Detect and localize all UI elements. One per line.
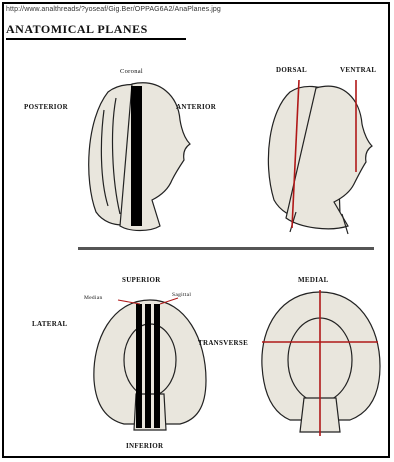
head-front-medial (262, 292, 380, 432)
sagittal-band-left (136, 304, 142, 428)
label-lateral: LATERAL (32, 320, 67, 328)
label-anterior: ANTERIOR (176, 103, 216, 111)
sagittal-marker (160, 298, 178, 304)
section-divider (78, 247, 374, 250)
coronal-plane-band (131, 86, 142, 226)
label-dorsal: DORSAL (276, 66, 307, 74)
label-sagittal: Sagittal (172, 292, 191, 298)
label-posterior: POSTERIOR (24, 103, 68, 111)
sagittal-band-right (154, 304, 160, 428)
label-coronal: Coronal (120, 68, 143, 75)
label-superior: SUPERIOR (122, 276, 161, 284)
label-median: Median (84, 295, 103, 301)
sagittal-band-mid (145, 304, 151, 428)
label-medial: MEDIAL (298, 276, 329, 284)
label-transverse: TRANSVERSE (198, 339, 248, 347)
label-ventral: VENTRAL (340, 66, 376, 74)
label-inferior: INFERIOR (126, 442, 163, 450)
